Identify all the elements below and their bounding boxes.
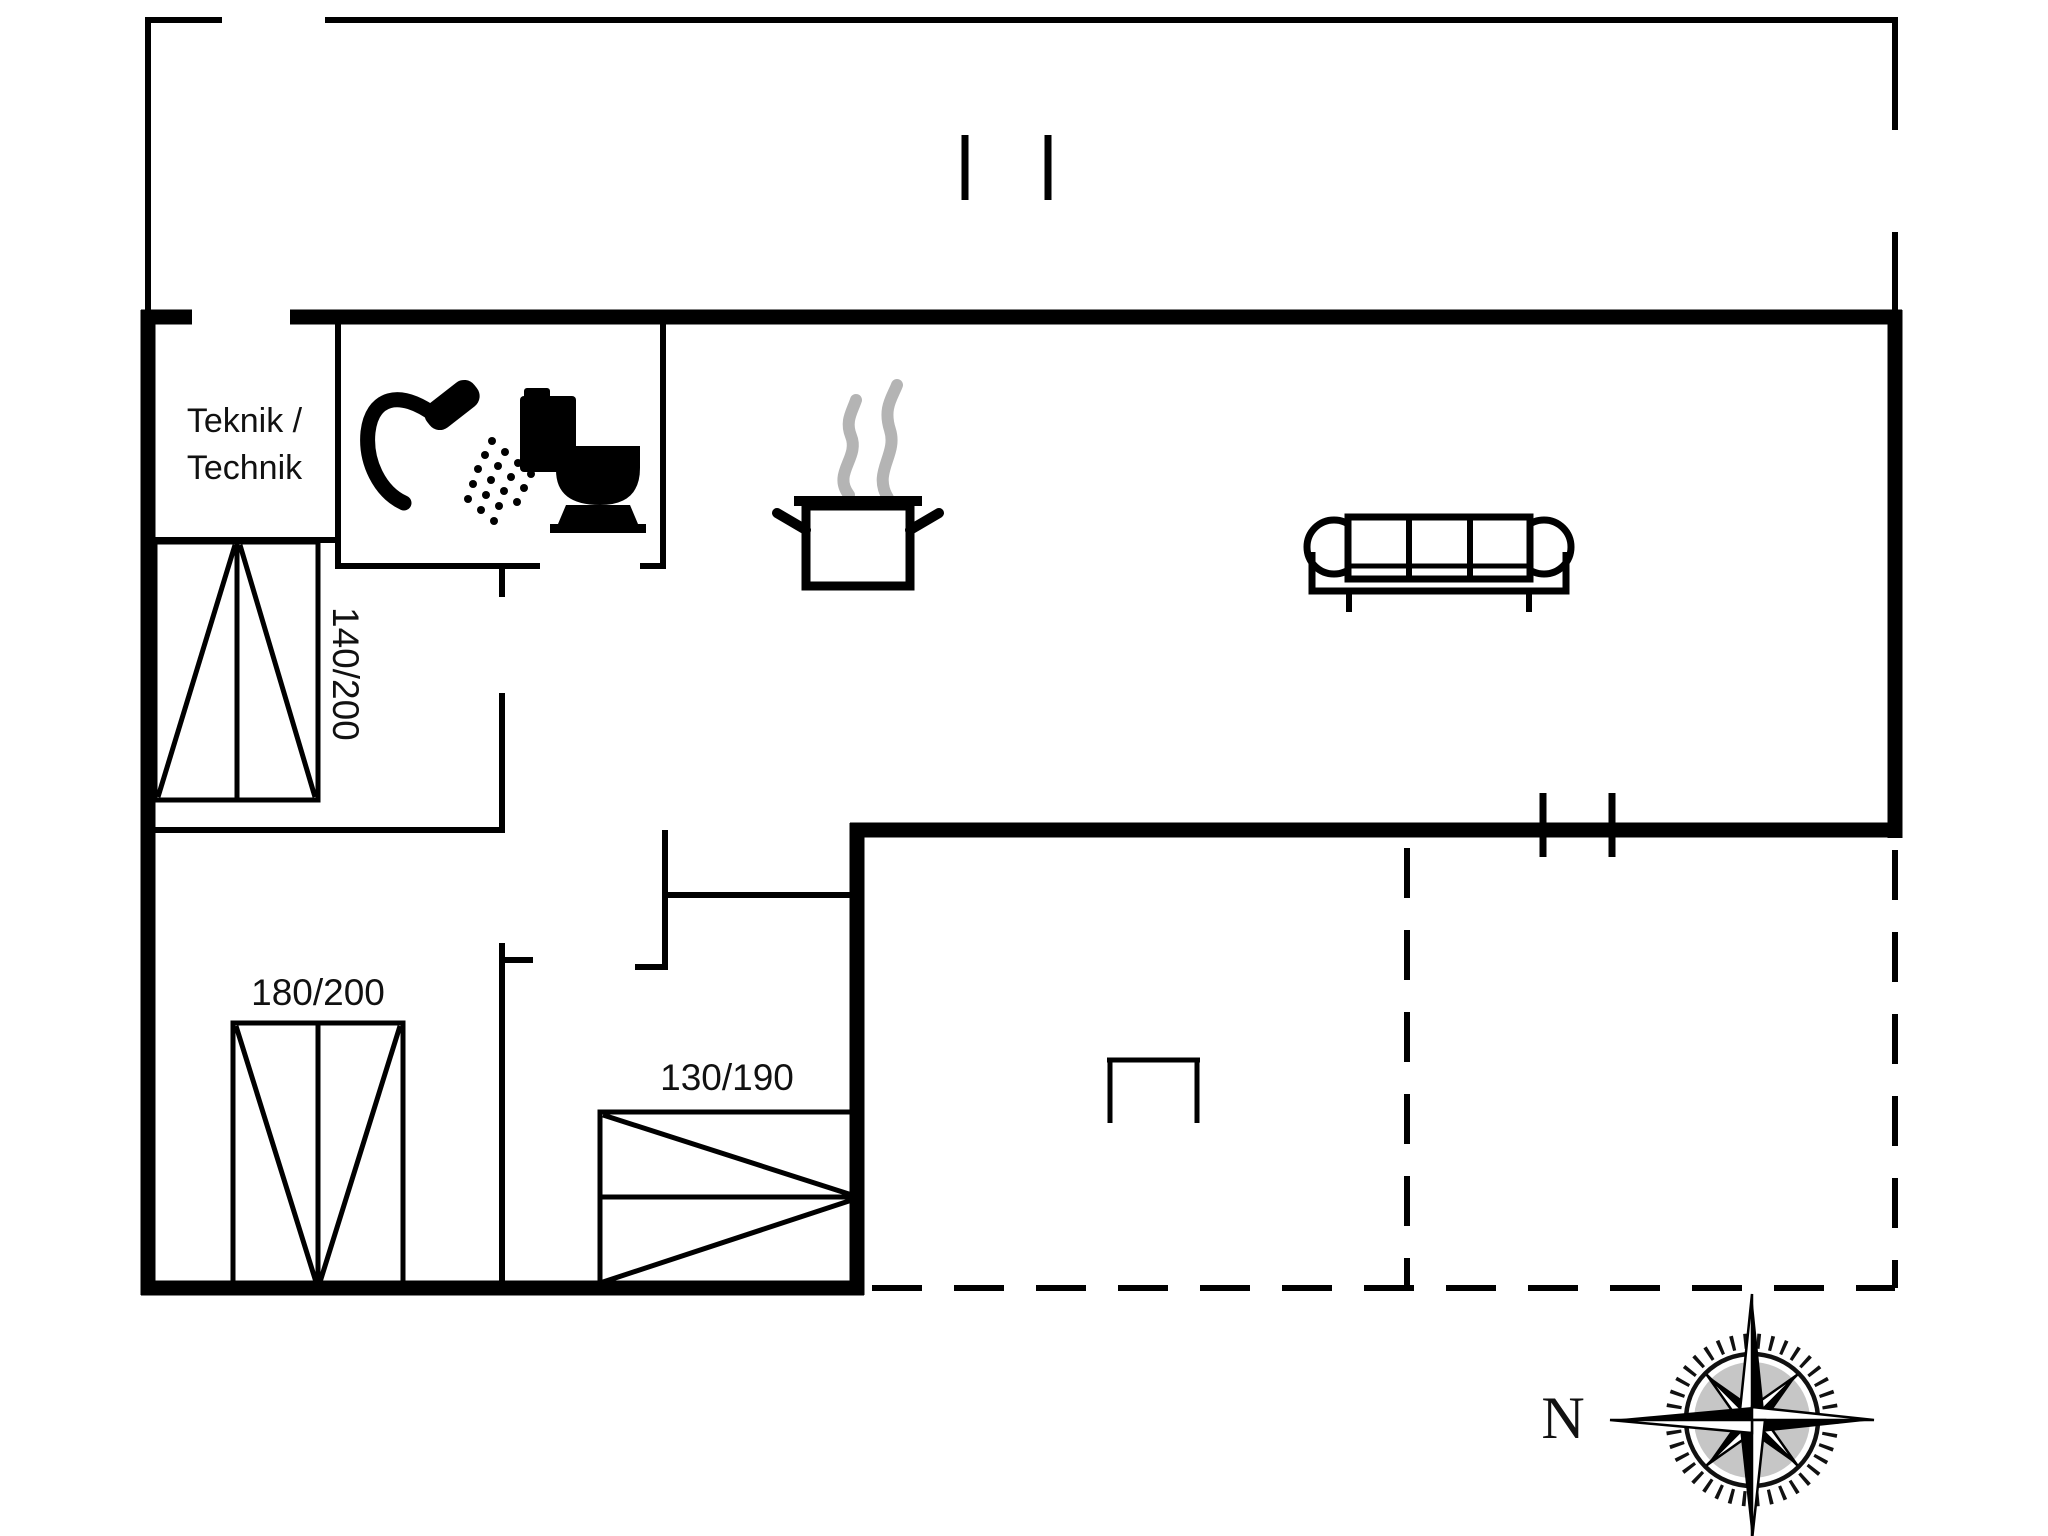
compass-north-label: N xyxy=(1541,1385,1585,1451)
steam-icon xyxy=(876,379,903,504)
sofa-icon xyxy=(1303,513,1575,612)
compass-rose-icon xyxy=(1609,1293,1875,1536)
terrace-dashed-walls xyxy=(872,848,1898,1291)
bed-180x200-symbol xyxy=(230,1020,406,1288)
bed-size-label-180x200: 180/200 xyxy=(251,972,385,1013)
technic-room-label-line2: Technik xyxy=(186,449,303,487)
steam-icon xyxy=(837,394,862,501)
technic-room-label-line1: Teknik / xyxy=(186,402,303,440)
toilet-icon xyxy=(520,388,646,533)
cooking-pot-icon xyxy=(772,379,944,591)
shower-spray-dots xyxy=(464,437,535,525)
bed-size-label-130x190: 130/190 xyxy=(660,1057,794,1098)
shower-icon xyxy=(360,379,535,525)
bed-size-label-140x200: 140/200 xyxy=(325,607,366,741)
outer-terrace-boundary xyxy=(145,17,1898,312)
bed-130x190-symbol xyxy=(597,1109,858,1288)
compass-cardinal-points xyxy=(1609,1293,1875,1536)
outdoor-table-icon xyxy=(1107,1057,1200,1123)
bed-140x200-symbol xyxy=(152,539,321,803)
technic-room-label: Teknik / Technik xyxy=(151,398,338,492)
window-ticks-bottom-right xyxy=(1539,793,1616,857)
terrace-opening-ticks-top xyxy=(961,135,1052,200)
